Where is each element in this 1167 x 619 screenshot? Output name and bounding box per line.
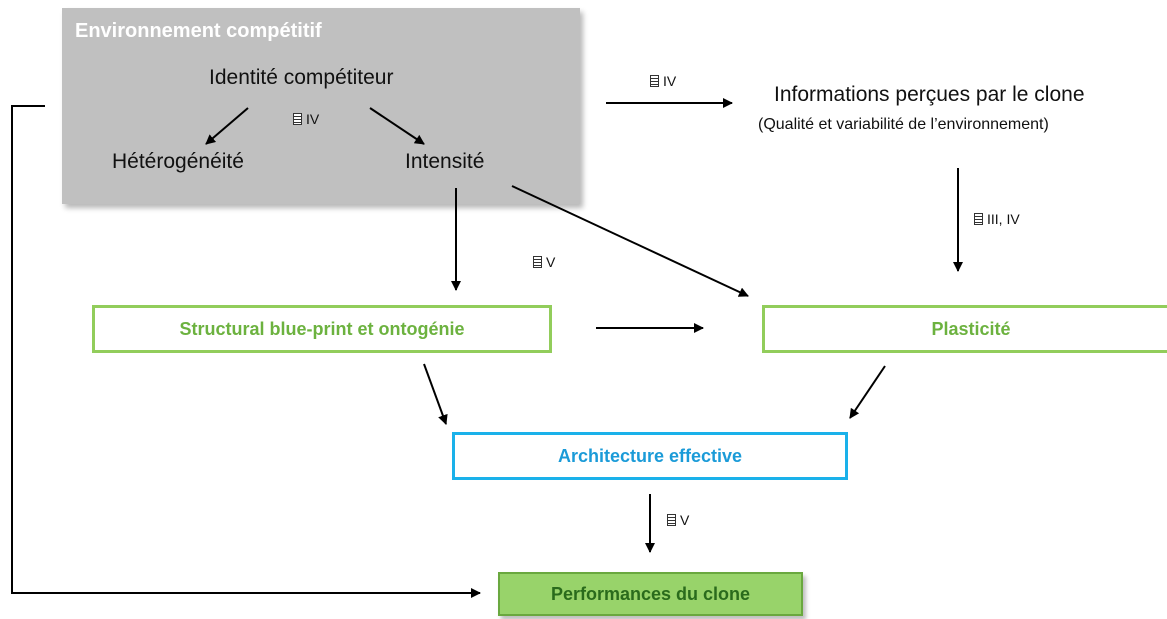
- node-identity: Identité compétiteur: [209, 66, 394, 89]
- performance-box: Performances du clone: [498, 572, 803, 616]
- reference-to-plasticity: III, IV: [974, 211, 1020, 227]
- reference-label: V: [680, 512, 690, 528]
- structural-box: Structural blue-print et ontogénie: [92, 305, 552, 353]
- arrow-structural-architecture: [423, 363, 448, 425]
- environment-box: [62, 8, 580, 204]
- architecture-box: Architecture effective: [452, 432, 848, 480]
- document-icon: [974, 213, 983, 225]
- arrow-identity-intensity: [369, 107, 425, 145]
- node-information: Informations perçues par le clone: [774, 83, 1085, 106]
- arrow-environment-performance: [11, 105, 481, 598]
- environment-title: Environnement compétitif: [75, 20, 322, 42]
- node-heterogeneity: Hétérogénéité: [112, 150, 244, 173]
- reference-to-structural: V: [533, 254, 555, 270]
- document-icon: [293, 113, 302, 125]
- node-intensity: Intensité: [405, 150, 485, 173]
- document-icon: [533, 256, 542, 268]
- reference-label: IV: [306, 111, 320, 127]
- reference-label: V: [546, 254, 556, 270]
- node-information-subtitle: (Qualité et variabilité de l’environneme…: [758, 116, 1049, 133]
- arrow-plasticity-architecture: [849, 365, 886, 419]
- plasticity-box: Plasticité: [762, 305, 1167, 353]
- reference-to-information: IV: [650, 73, 676, 89]
- arrow-identity-heterogeneity: [205, 107, 249, 145]
- reference-label: IV: [663, 73, 677, 89]
- document-icon: [650, 75, 659, 87]
- reference-env-inner: IV: [293, 111, 319, 127]
- reference-to-performance: V: [667, 512, 689, 528]
- reference-label: III, IV: [987, 211, 1020, 227]
- arrow-intensity-plasticity: [511, 185, 749, 297]
- document-icon: [667, 514, 676, 526]
